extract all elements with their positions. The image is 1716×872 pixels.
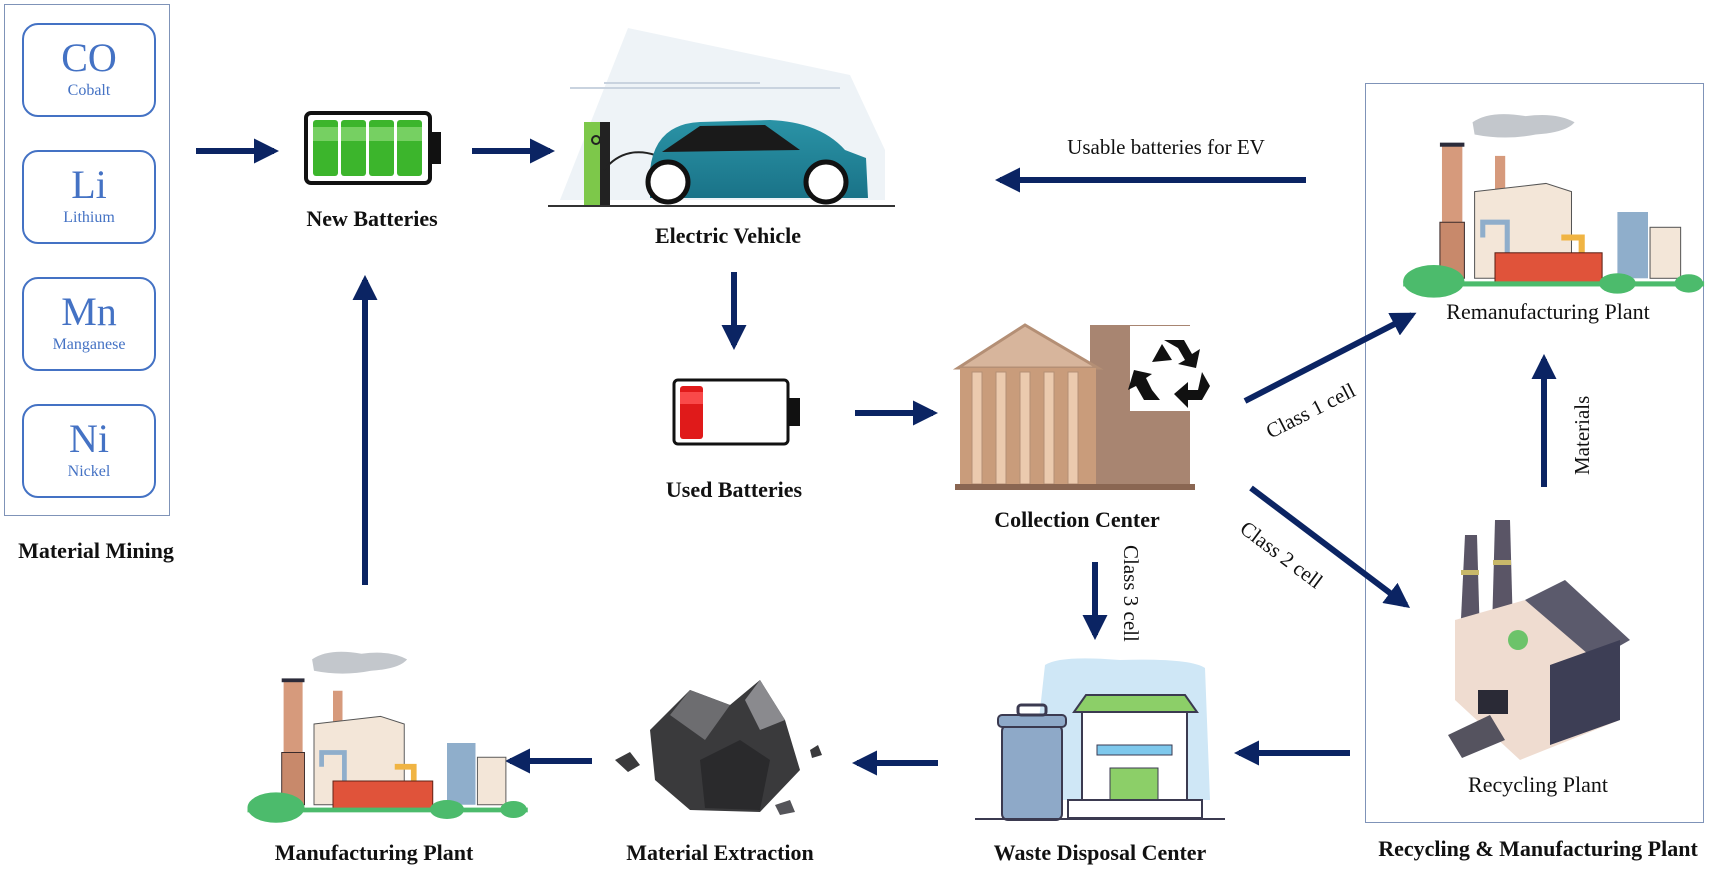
element-symbol: CO: [61, 35, 117, 80]
ev-charging-icon: [548, 28, 895, 207]
element-lithium: Li Lithium: [22, 150, 156, 244]
element-symbol: Ni: [69, 416, 109, 461]
manufacturing-plant-label: Manufacturing Plant: [274, 840, 474, 865]
remanufacturing-plant-label: Remanufacturing Plant: [1446, 299, 1650, 324]
element-symbol: Mn: [61, 289, 117, 334]
element-manganese: Mn Manganese: [22, 277, 156, 371]
element-name: Nickel: [67, 463, 111, 480]
element-nickel: Ni Nickel: [22, 404, 156, 498]
element-symbol: Li: [71, 162, 107, 207]
materials-edge-label: Materials: [1570, 395, 1594, 475]
low-battery-icon: [672, 378, 800, 446]
collection-center-label: Collection Center: [994, 507, 1160, 532]
manufacturing-factory-icon: [247, 651, 528, 823]
material-mining-label: Material Mining: [18, 538, 174, 563]
collection-building-icon: [952, 323, 1210, 490]
recycling-factory-icon: [1448, 520, 1630, 760]
recycle-icon: [1128, 340, 1210, 408]
recycling-manufacturing-group-box: [1365, 83, 1704, 823]
recycling-plant-label: Recycling Plant: [1468, 772, 1608, 797]
element-name: Cobalt: [67, 82, 111, 99]
arrow-class2-to-recycling: [1249, 485, 1411, 609]
arrow-class1-to-remanufacturing: [1243, 312, 1417, 404]
remanufacturing-factory-icon: [1403, 114, 1705, 298]
waste-disposal-center-label: Waste Disposal Center: [993, 840, 1207, 865]
recycling-group-label: Recycling & Manufacturing Plant: [1378, 836, 1698, 861]
electric-vehicle-label: Electric Vehicle: [654, 223, 802, 248]
new-batteries-label: New Batteries: [306, 206, 438, 231]
material-extraction-label: Material Extraction: [626, 840, 814, 865]
class3-edge-label: Class 3 cell: [1119, 545, 1143, 642]
element-name: Lithium: [63, 209, 115, 226]
usable-batteries-edge-label: Usable batteries for EV: [1067, 135, 1265, 159]
full-battery-icon: [304, 111, 441, 185]
waste-bin-building-icon: [975, 658, 1225, 821]
element-cobalt: CO Cobalt: [22, 23, 156, 117]
element-name: Manganese: [52, 336, 126, 353]
coal-rocks-icon: [615, 680, 822, 815]
used-batteries-label: Used Batteries: [665, 477, 803, 502]
material-mining-box: CO Cobalt Li Lithium Mn Manganese Ni Nic…: [4, 4, 170, 516]
